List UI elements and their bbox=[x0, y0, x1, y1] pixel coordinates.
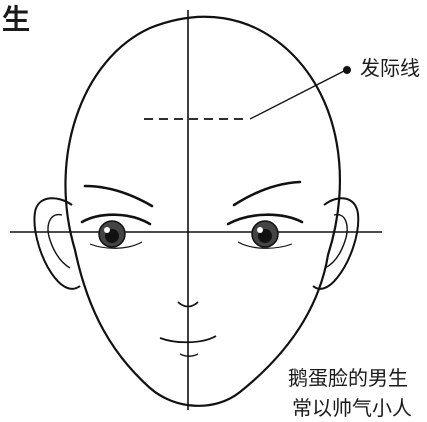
nose bbox=[177, 301, 199, 308]
left-ear-inner bbox=[47, 213, 71, 269]
left-ear bbox=[33, 197, 81, 290]
mouth bbox=[159, 335, 217, 344]
right-ear bbox=[312, 197, 360, 290]
callout-dot bbox=[343, 66, 351, 74]
hairline-label: 发际线 bbox=[360, 56, 420, 80]
right-ear-inner bbox=[324, 213, 348, 269]
left-eyebrow bbox=[83, 184, 154, 208]
right-eye bbox=[226, 213, 304, 249]
lower-lip bbox=[179, 353, 199, 357]
callout-leader-line bbox=[249, 69, 347, 120]
head-outline bbox=[64, 15, 341, 407]
caption-line-2: 常以帅气小人 bbox=[292, 396, 412, 420]
right-eyebrow bbox=[232, 180, 302, 207]
caption-line-1: 鹅蛋脸的男生 bbox=[288, 366, 408, 390]
left-eye bbox=[80, 213, 152, 249]
corner-character: 生 bbox=[2, 3, 31, 36]
